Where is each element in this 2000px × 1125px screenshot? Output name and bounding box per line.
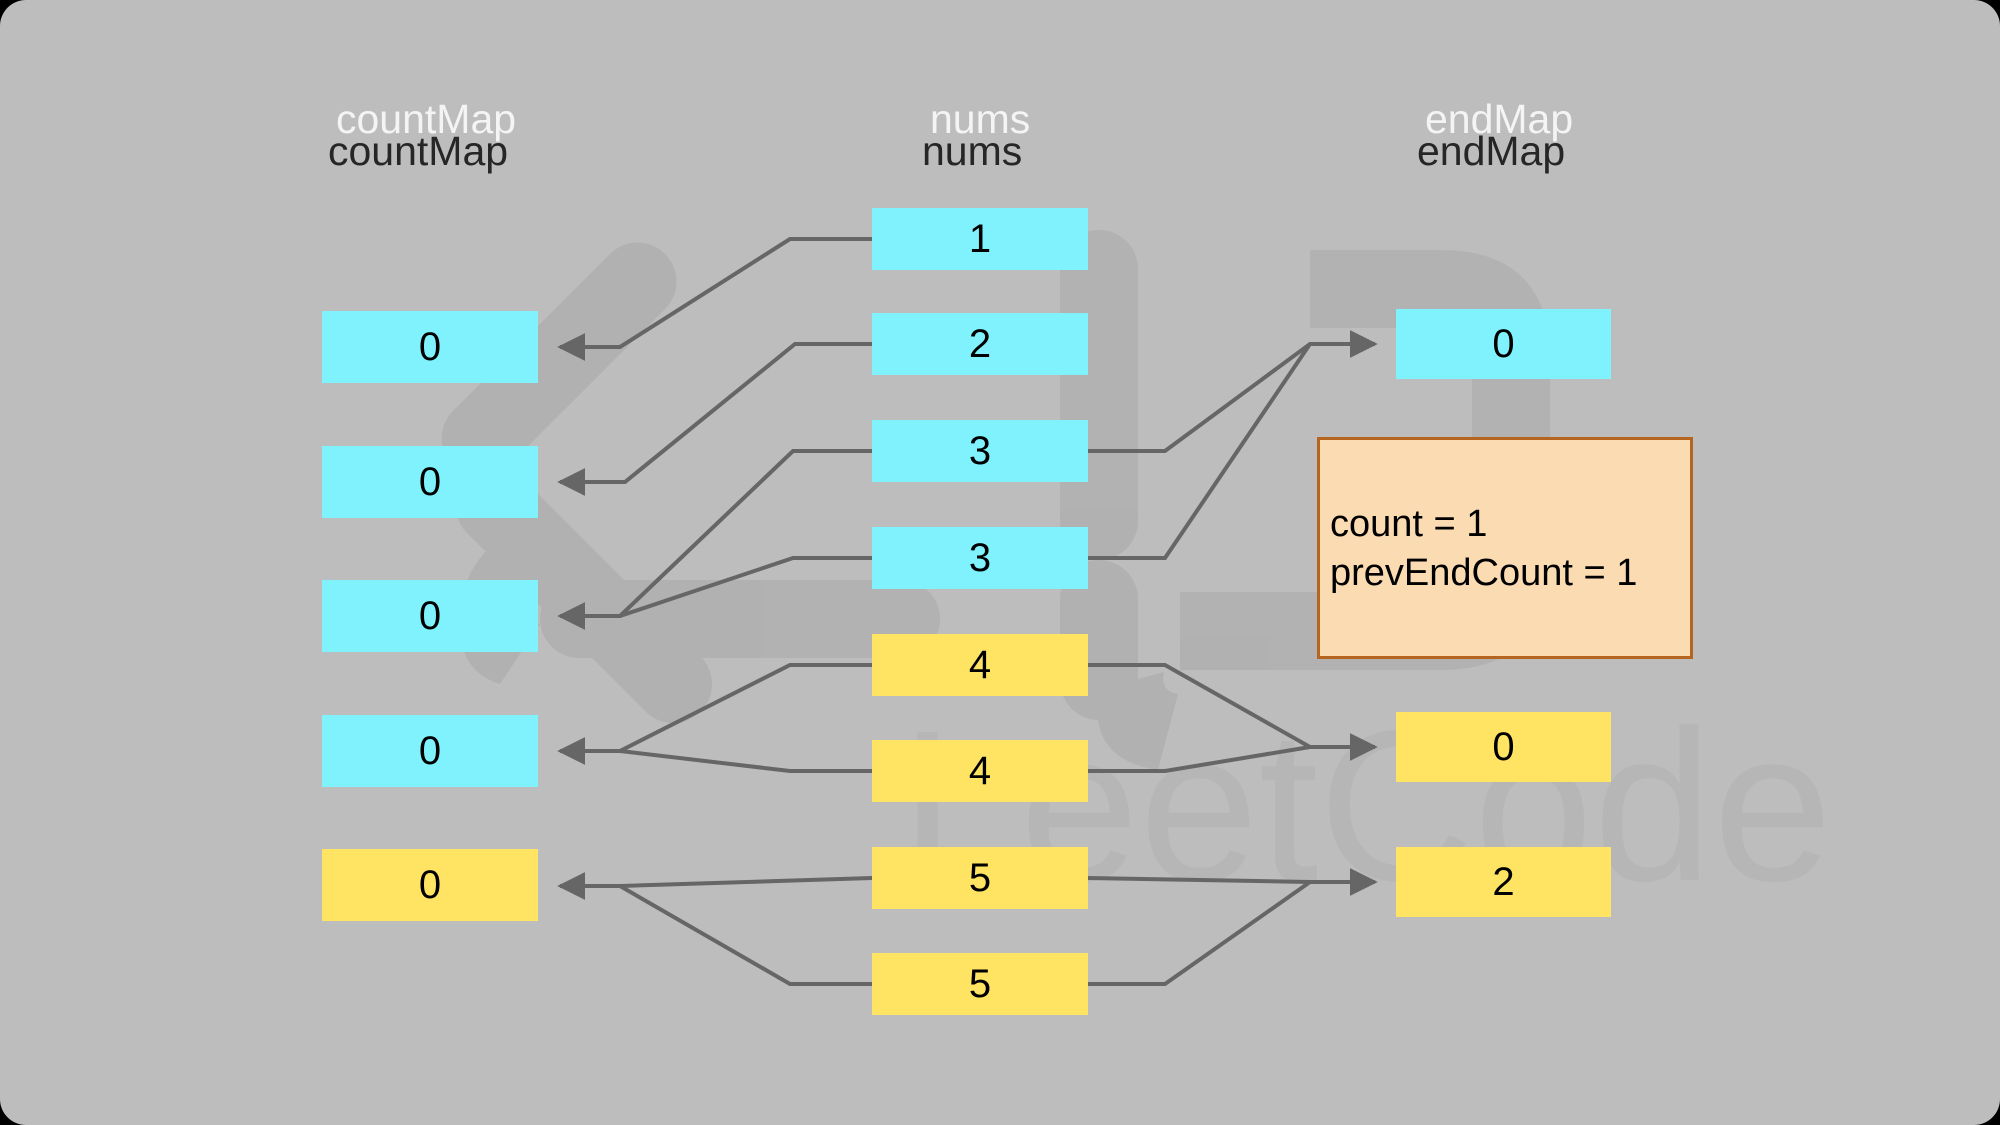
endmap-cell-2[interactable]: 2 — [1396, 847, 1611, 917]
nums-cell-7[interactable]: 5 — [872, 953, 1088, 1015]
header-endmap-ghost: endMap — [1425, 96, 1574, 142]
arrow-nums7-endmap2 — [1088, 880, 1312, 986]
nums-cell-1[interactable]: 2 — [872, 313, 1088, 375]
arrow-nums0-countmap0 — [557, 237, 872, 361]
state-info-panel: count = 1 prevEndCount = 1 — [1317, 437, 1693, 659]
arrow-nums2-countmap2 — [557, 449, 872, 630]
header-endmap: endMap — [1417, 128, 1566, 174]
endmap-cell-0[interactable]: 0 — [1396, 309, 1611, 379]
info-count-line: count = 1 — [1330, 503, 1488, 545]
nums-cell-4[interactable]: 4 — [872, 634, 1088, 696]
nums-cell-0[interactable]: 1 — [872, 208, 1088, 270]
info-prevendcount-line: prevEndCount = 1 — [1330, 551, 1638, 594]
countmap-cell-2[interactable]: 0 — [322, 580, 538, 652]
endmap-cell-1[interactable]: 0 — [1396, 712, 1611, 782]
arrow-nums6-countmap4 — [557, 872, 873, 900]
nums-cell-6[interactable]: 5 — [872, 847, 1088, 909]
arrow-nums6-endmap2 — [1087, 868, 1378, 896]
countmap-cell-1[interactable]: 0 — [322, 446, 538, 518]
header-countmap-ghost: countMap — [336, 96, 517, 142]
nums-cell-2[interactable]: 3 — [872, 420, 1088, 482]
arrow-nums4-endmap1 — [1088, 663, 1378, 761]
arrow-nums7-countmap4 — [619, 884, 872, 986]
arrow-nums2-endmap0 — [1088, 330, 1378, 453]
arrow-nums5-endmap1 — [1088, 745, 1311, 773]
countmap-cell-4[interactable]: 0 — [322, 849, 538, 921]
arrow-nums3-countmap2 — [619, 556, 872, 618]
header-nums-ghost: nums — [930, 96, 1031, 142]
arrow-nums5-countmap3 — [619, 749, 872, 773]
arrow-nums1-countmap1 — [557, 342, 872, 496]
countmap-cell-0[interactable]: 0 — [322, 311, 538, 383]
header-countmap: countMap — [328, 128, 509, 174]
nums-cell-3[interactable]: 3 — [872, 527, 1088, 589]
nums-cell-5[interactable]: 4 — [872, 740, 1088, 802]
countmap-cell-3[interactable]: 0 — [322, 715, 538, 787]
arrow-nums4-countmap3 — [557, 663, 872, 765]
header-nums: nums — [922, 128, 1023, 174]
arrow-nums3-endmap0 — [1088, 342, 1312, 560]
